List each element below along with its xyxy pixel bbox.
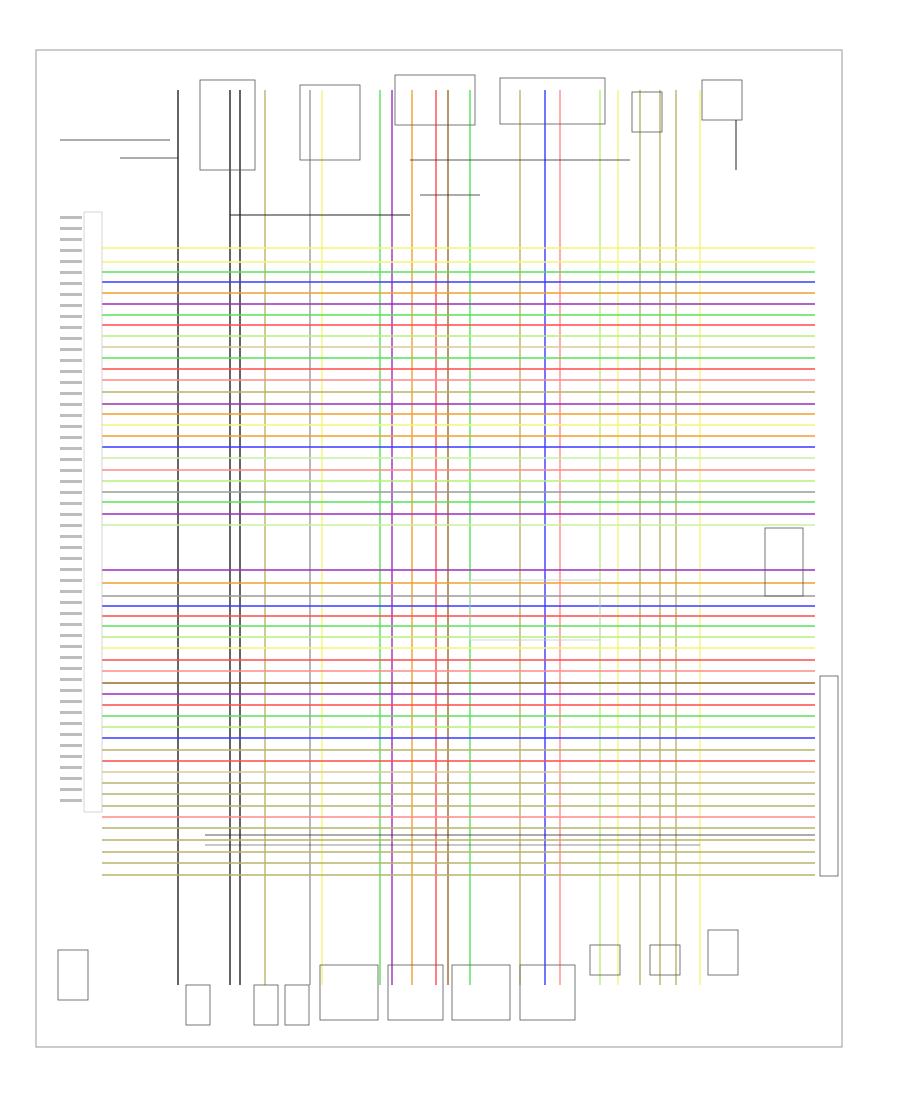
ecu-pin-mark <box>60 645 82 648</box>
top-right-sensor <box>701 79 743 121</box>
ecu-pin-mark <box>60 689 82 692</box>
top-switch-box-2 <box>499 77 606 125</box>
ecu-pin-mark <box>60 392 82 395</box>
ecu-pin-mark <box>60 238 82 241</box>
bottom-right-sensor <box>707 929 739 976</box>
center-control-unit <box>469 579 601 641</box>
ecu-connector-column <box>60 211 103 813</box>
ecu-pin-mark <box>60 436 82 439</box>
ecu-pin-mark <box>60 733 82 736</box>
ecu-pin-mark <box>60 458 82 461</box>
ecu-pin-mark <box>60 755 82 758</box>
ecu-pin-mark <box>60 227 82 230</box>
ecu-pin-mark <box>60 480 82 483</box>
ecu-pin-mark <box>60 348 82 351</box>
ecu-pin-mark <box>60 788 82 791</box>
top-components <box>60 74 743 216</box>
ecu-pin-mark <box>60 590 82 593</box>
ecu-pin-mark <box>60 656 82 659</box>
ecu-pin-mark <box>60 260 82 263</box>
vertical-wire-group <box>177 90 701 985</box>
ecu-pin-mark <box>60 381 82 384</box>
ecu-pin-mark <box>60 799 82 802</box>
ecu-pin-mark <box>60 304 82 307</box>
ecu-pin-mark <box>60 282 82 285</box>
ecu-pin-mark <box>60 315 82 318</box>
top-switch-box-1 <box>394 74 476 126</box>
ecu-pin-mark <box>60 546 82 549</box>
diagram-frame <box>35 49 843 1048</box>
ecu-pin-mark <box>60 513 82 516</box>
ecu-connector-block <box>83 211 103 813</box>
ecu-pin-mark <box>60 579 82 582</box>
ecu-pin-mark <box>60 425 82 428</box>
ecu-pin-mark <box>60 634 82 637</box>
ecu-pin-mark <box>60 678 82 681</box>
ecu-pin-mark <box>60 623 82 626</box>
ecu-pin-mark <box>60 667 82 670</box>
right-components <box>469 527 839 877</box>
right-connector-strip <box>819 675 839 877</box>
bottom-connector-b <box>649 944 681 976</box>
ecu-pin-mark <box>60 766 82 769</box>
ecu-pin-mark <box>60 568 82 571</box>
ecu-pin-mark <box>60 700 82 703</box>
ecu-pin-mark <box>60 557 82 560</box>
ecu-pin-mark <box>60 403 82 406</box>
ecu-pin-mark <box>60 744 82 747</box>
top-relay-left <box>199 79 256 171</box>
ecu-pin-mark <box>60 777 82 780</box>
ecu-pin-mark <box>60 249 82 252</box>
ecu-pin-mark <box>60 370 82 373</box>
bottom-switch-1 <box>319 964 379 1021</box>
left-lower-sensor <box>57 949 89 1001</box>
bottom-sensor-1 <box>185 984 211 1026</box>
ecu-pin-mark <box>60 711 82 714</box>
ecu-pin-marks <box>60 216 82 802</box>
bottom-switch-2 <box>387 964 444 1021</box>
ecu-pin-mark <box>60 722 82 725</box>
top-relay-mid <box>299 84 361 161</box>
bottom-switch-3 <box>451 964 511 1021</box>
ecu-pin-mark <box>60 447 82 450</box>
ecu-pin-mark <box>60 326 82 329</box>
bottom-connector-a <box>589 944 621 976</box>
ecu-pin-mark <box>60 524 82 527</box>
horizontal-wire-group <box>102 247 815 876</box>
ecu-pin-mark <box>60 491 82 494</box>
ecu-pin-mark <box>60 414 82 417</box>
bottom-switch-4 <box>519 964 576 1021</box>
ecu-pin-mark <box>60 612 82 615</box>
ecu-pin-mark <box>60 359 82 362</box>
ecu-pin-mark <box>60 535 82 538</box>
ecu-pin-mark <box>60 271 82 274</box>
ecu-pin-mark <box>60 601 82 604</box>
ecu-pin-mark <box>60 293 82 296</box>
top-connector <box>631 91 663 133</box>
bottom-sensor-3 <box>284 984 310 1026</box>
ecu-pin-mark <box>60 502 82 505</box>
ecu-pin-mark <box>60 469 82 472</box>
right-control-unit <box>764 527 804 597</box>
ecu-pin-mark <box>60 337 82 340</box>
ecu-pin-mark <box>60 216 82 219</box>
bottom-sensor-2 <box>253 984 279 1026</box>
bottom-components <box>57 834 815 1026</box>
